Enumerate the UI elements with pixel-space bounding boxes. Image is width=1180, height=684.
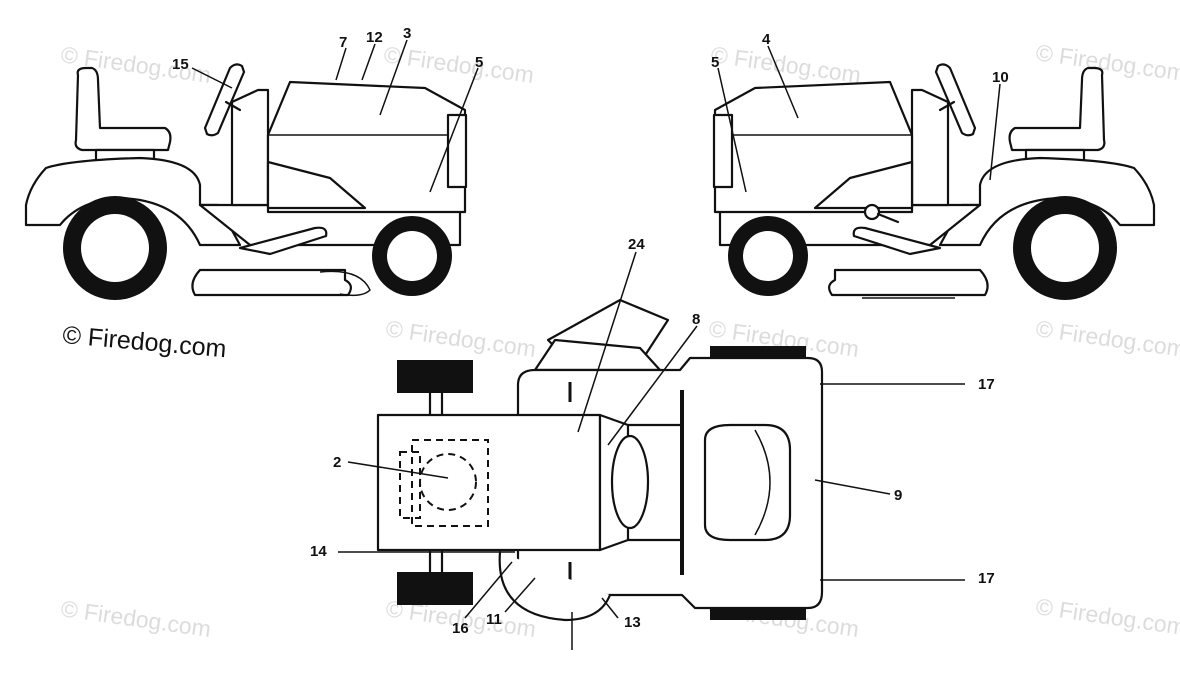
copyright-text: © Firedog.com — [61, 321, 227, 363]
rear-wheel-hub — [81, 214, 149, 282]
callout-12: 12 — [366, 29, 383, 46]
watermark: © Firedog.com — [1034, 39, 1180, 86]
callout-7: 7 — [339, 34, 347, 51]
rear-body — [376, 413, 602, 552]
fuel-tank-outline — [411, 439, 489, 527]
rear-tire-top — [397, 360, 473, 393]
callout-14: 14 — [310, 543, 327, 560]
steering-shaft — [224, 100, 242, 112]
left-side-view — [24, 63, 468, 300]
mower-deck — [191, 268, 352, 297]
hood-vent-curve — [754, 429, 771, 536]
mower-deck — [828, 268, 989, 297]
front-wheel-hub — [743, 231, 793, 281]
watermark: © Firedog.com — [382, 41, 535, 88]
front-wheel-hub — [387, 231, 437, 281]
callout-15: 15 — [172, 56, 189, 73]
fuel-cap-outline — [419, 453, 477, 511]
steering-wheel-top — [610, 434, 650, 530]
side-panel — [266, 160, 367, 210]
callout-11: 11 — [486, 611, 502, 628]
right-side-view — [712, 63, 1156, 300]
callout-5: 5 — [475, 54, 483, 71]
foot-pedal — [238, 226, 328, 256]
lift-lever — [876, 212, 900, 224]
lift-lever-knob — [863, 203, 881, 221]
callout-9: 9 — [894, 487, 902, 504]
callout-16: 16 — [452, 620, 469, 637]
top-view — [376, 298, 824, 622]
steering-wheel — [203, 63, 246, 137]
watermark: © Firedog.com — [59, 595, 212, 642]
seat — [74, 66, 172, 152]
steering-wheel — [934, 63, 977, 137]
callout-2: 2 — [333, 454, 341, 471]
callout-5: 5 — [711, 54, 719, 71]
watermark: © Firedog.com — [1034, 593, 1180, 640]
headlight-grille — [712, 113, 734, 189]
callout-24: 24 — [628, 236, 645, 253]
rear-wheel-hub — [1031, 214, 1099, 282]
headlight-grille — [446, 113, 468, 189]
watermark: © Firedog.com — [709, 41, 862, 88]
callout-17: 17 — [978, 376, 995, 393]
callout-3: 3 — [403, 25, 411, 42]
foot-pedal — [852, 226, 942, 256]
rear-tire-bottom — [397, 572, 473, 605]
callout-10: 10 — [992, 69, 1009, 86]
mower-deck-outline — [498, 550, 612, 622]
callout-4: 4 — [762, 31, 771, 48]
callout-labels: 15 7 12 3 5 5 4 10 24 8 17 9 17 2 14 16 … — [172, 25, 1009, 637]
hood-vent — [703, 423, 792, 542]
callout-17: 17 — [978, 570, 995, 587]
seat — [1008, 66, 1106, 152]
callout-13: 13 — [624, 614, 641, 631]
watermark: © Firedog.com — [384, 315, 537, 362]
watermark: © Firedog.com — [1034, 315, 1180, 362]
leader-lines — [191, 39, 1001, 650]
steering-shaft — [938, 100, 956, 112]
side-panel — [813, 160, 914, 210]
callout-8: 8 — [692, 311, 700, 328]
deck-chute — [319, 270, 371, 297]
